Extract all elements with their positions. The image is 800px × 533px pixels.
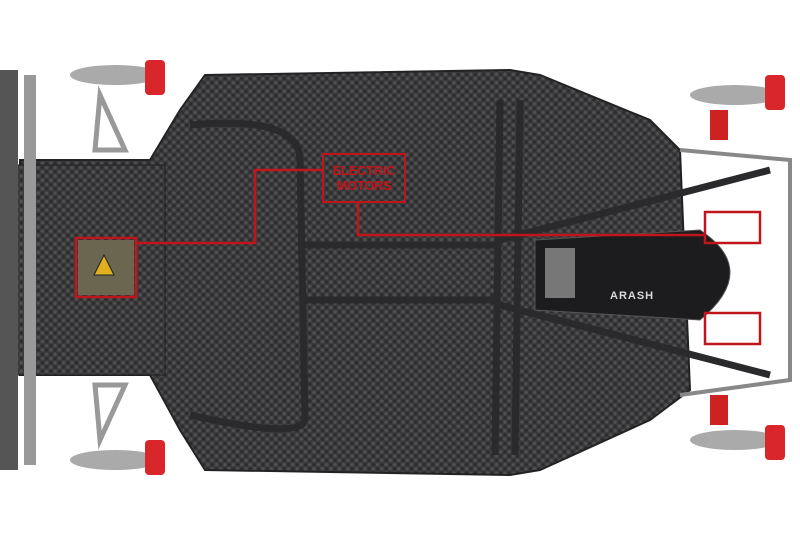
engine-cover-brand-text: ARASH bbox=[610, 290, 655, 302]
engine bbox=[534, 229, 731, 321]
carbon-tub bbox=[19, 68, 692, 477]
electric-motors-label: ELECTRIC MOTORS bbox=[322, 153, 406, 203]
front-frame-rail bbox=[24, 75, 36, 465]
front-frame bbox=[0, 70, 18, 470]
label-line-1: ELECTRIC bbox=[332, 163, 396, 178]
callout-lines bbox=[74, 168, 762, 346]
label-line-2: MOTORS bbox=[336, 178, 392, 193]
rear-subframe bbox=[679, 148, 792, 397]
roll-structure bbox=[189, 99, 771, 456]
high-voltage-warning-icon bbox=[93, 253, 115, 276]
engine-detail bbox=[545, 248, 575, 298]
brake-assemblies bbox=[70, 60, 785, 475]
